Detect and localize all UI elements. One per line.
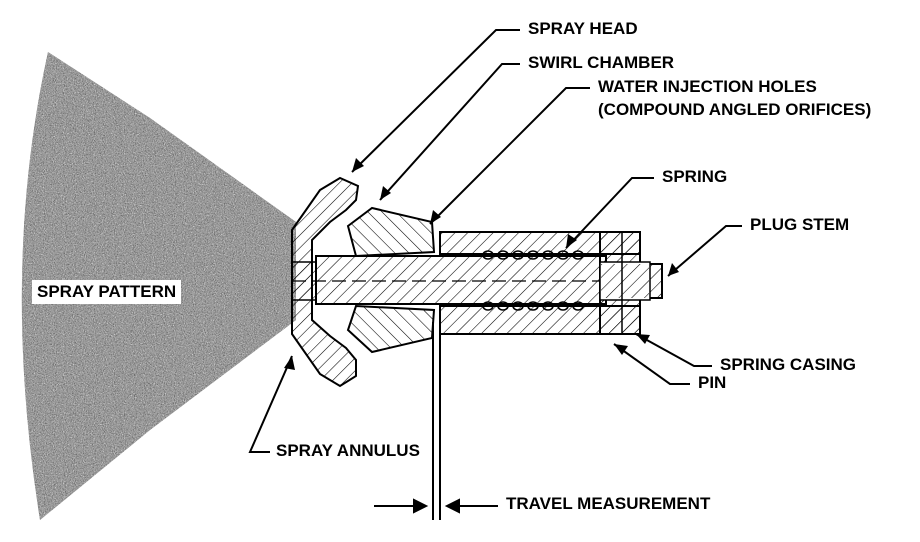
label-spring: SPRING [662, 167, 728, 186]
label-swirl-chamber: SWIRL CHAMBER [528, 53, 675, 72]
label-plug-stem: PLUG STEM [750, 215, 850, 234]
spring [482, 250, 584, 311]
label-spray-head: SPRAY HEAD [528, 19, 638, 38]
label-travel-measurement: TRAVEL MEASUREMENT [506, 494, 711, 513]
spring-casing [439, 231, 651, 335]
leader-lines [248, 29, 742, 453]
travel-measurement-lines [374, 322, 498, 520]
label-water-injection-holes: WATER INJECTION HOLES [598, 77, 817, 96]
swirl-chamber [346, 206, 436, 354]
label-spray-annulus: SPRAY ANNULUS [276, 441, 420, 460]
label-compound-angled-orifices: (COMPOUND ANGLED ORIFICES) [598, 100, 872, 119]
label-pin: PIN [698, 373, 727, 392]
label-spring-casing: SPRING CASING [720, 355, 857, 374]
label-spray-pattern: SPRAY PATTERN [32, 280, 182, 304]
leader-arrowheads [284, 158, 679, 370]
